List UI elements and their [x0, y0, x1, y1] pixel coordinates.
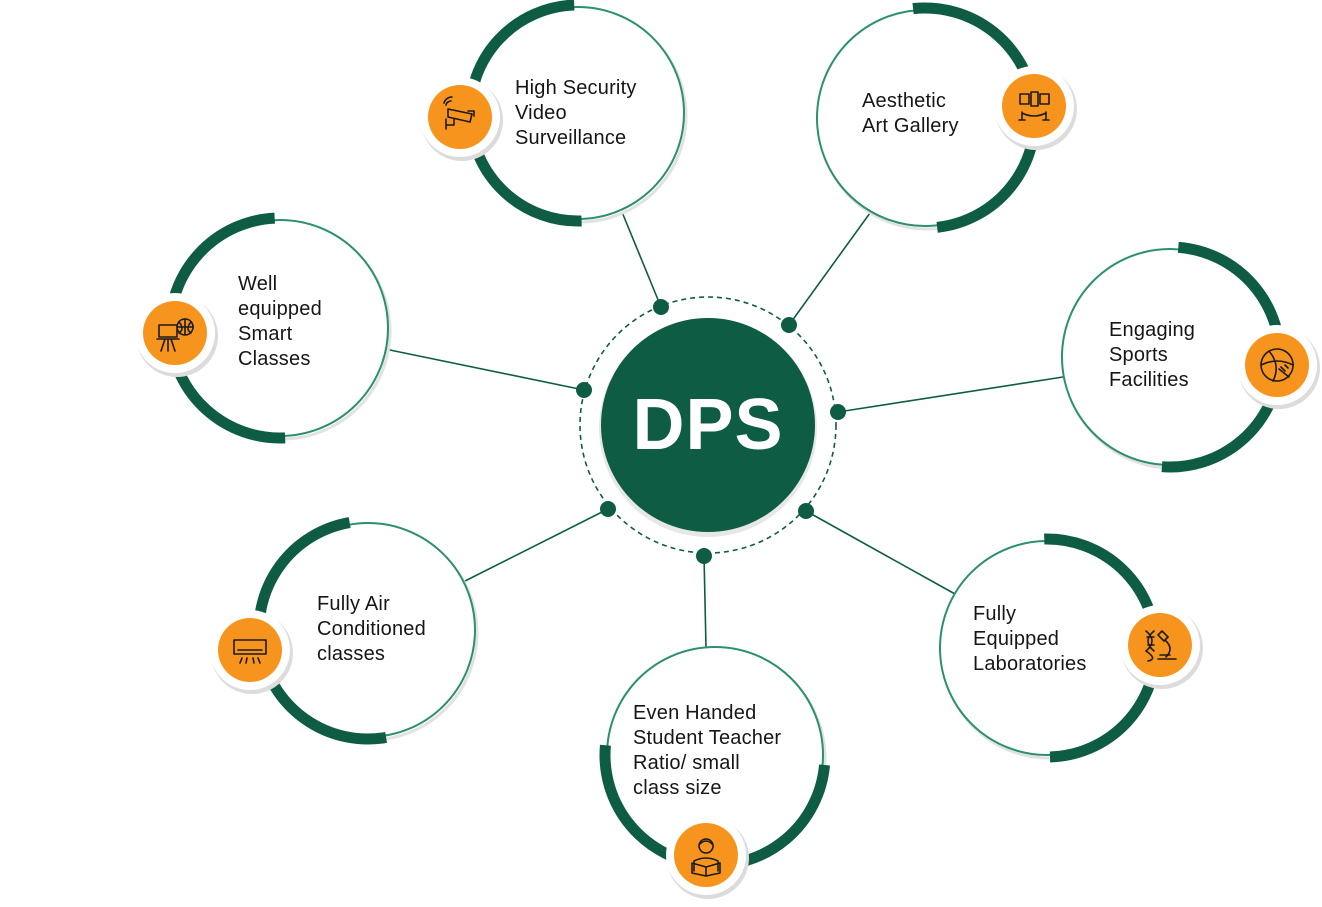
hub-circle	[601, 318, 815, 532]
feature-label-line: Smart	[238, 323, 293, 345]
connector-dot	[781, 317, 797, 333]
cctv-camera-icon	[443, 96, 475, 130]
feature-label-line: Engaging	[1109, 319, 1196, 341]
feature-node-labs	[798, 503, 1203, 763]
feature-label-line: High Security	[515, 77, 637, 99]
connector-line	[464, 508, 609, 582]
feature-label-line: Equipped	[973, 628, 1060, 650]
hub-title: DPS	[632, 385, 784, 465]
feature-node-ratio	[599, 548, 831, 899]
feature-label-line: Art Gallery	[862, 115, 959, 137]
connector-line	[788, 212, 871, 326]
feature-label-line: Ratio/ small	[633, 752, 740, 774]
feature-label-line: Aesthetic	[862, 90, 947, 112]
feature-label-line: Student Teacher	[633, 727, 782, 749]
connector-dot	[600, 501, 616, 517]
icon-badge	[674, 823, 738, 887]
smart-class-icon	[156, 318, 194, 352]
student-reading-icon	[691, 838, 721, 877]
art-gallery-icon	[1018, 91, 1050, 121]
feature-node-sports	[830, 241, 1320, 473]
feature-label-line: class size	[633, 777, 722, 799]
feature-node-ac	[210, 501, 616, 745]
feature-node-art	[781, 2, 1077, 333]
sports-ball-icon	[1260, 348, 1294, 382]
feature-label-line: Video	[515, 102, 567, 124]
feature-label-line: Sports	[1109, 344, 1169, 366]
feature-node-security	[420, 0, 688, 315]
connector-line	[703, 555, 707, 648]
air-conditioner-icon	[233, 639, 267, 664]
connector-dot	[576, 382, 592, 398]
connector-line	[621, 211, 662, 308]
feature-label-line: Well	[238, 273, 278, 295]
connector-dot	[798, 503, 814, 519]
icon-badge	[428, 85, 492, 149]
feature-label-line: equipped	[238, 298, 322, 320]
feature-label-line: Fully	[973, 603, 1017, 625]
connector-dot	[696, 548, 712, 564]
icon-badge	[1245, 333, 1309, 397]
connector-line	[384, 348, 585, 391]
icon-badge	[143, 301, 207, 365]
connector-line	[805, 510, 956, 595]
feature-label-line: classes	[317, 643, 386, 665]
connector-dot	[653, 299, 669, 315]
feature-label-line: Facilities	[1109, 369, 1189, 391]
feature-label-line: Laboratories	[973, 653, 1087, 675]
connector-line	[837, 376, 1064, 413]
icon-badge	[1128, 613, 1192, 677]
feature-label-line: Surveillance	[515, 127, 627, 149]
feature-node-smart	[135, 212, 592, 444]
microscope-dna-icon	[1145, 630, 1177, 662]
feature-label-line: Even Handed	[633, 702, 757, 724]
connector-dot	[830, 404, 846, 420]
feature-label-line: Fully Air	[317, 593, 390, 615]
feature-label-line: Classes	[238, 348, 311, 370]
feature-label-line: Conditioned	[317, 618, 426, 640]
